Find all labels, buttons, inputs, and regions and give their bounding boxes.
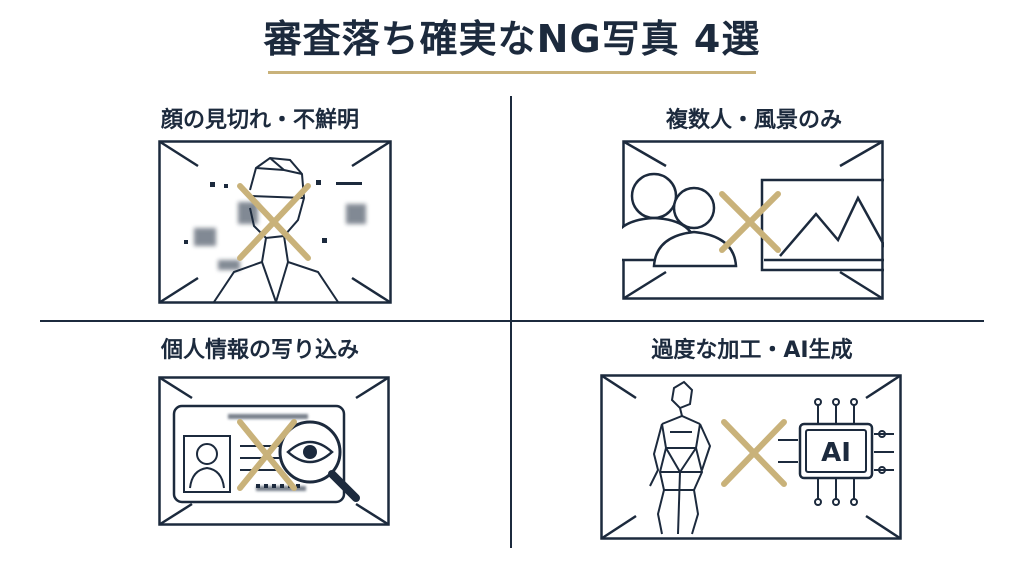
page-title: 審査落ち確実なNG写真 4選 xyxy=(263,17,761,61)
panel-label-personal-info: 個人情報の写り込み xyxy=(160,338,359,363)
ai-chip-label: AI xyxy=(821,438,851,468)
group-and-landscape-icon xyxy=(622,140,884,300)
cropped-blurry-face-icon xyxy=(158,140,392,304)
panel-personal-info xyxy=(158,376,390,526)
ai-generated-figure-icon: AI xyxy=(600,374,902,540)
panel-cropped-face xyxy=(158,140,392,304)
panel-label-cropped-face: 顔の見切れ・不鮮明 xyxy=(160,108,359,133)
panel-ai-edit: AI xyxy=(600,374,902,540)
panel-group-landscape xyxy=(622,140,884,300)
horizontal-divider xyxy=(40,320,984,322)
panel-label-ai-edit: 過度な加工・AI生成 xyxy=(651,338,853,363)
id-card-magnifier-icon xyxy=(158,376,390,526)
panel-label-group-landscape: 複数人・風景のみ xyxy=(665,108,842,133)
title-underline xyxy=(268,71,756,74)
vertical-divider xyxy=(510,96,512,548)
